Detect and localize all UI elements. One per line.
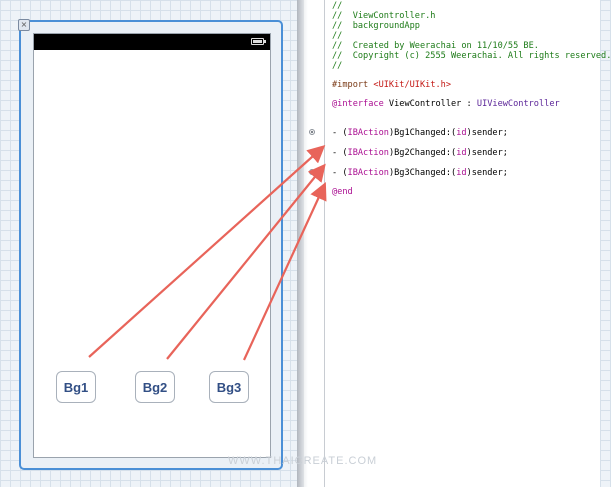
end-line: @end [332, 187, 353, 197]
view-controller-scene[interactable]: × Bg1 Bg2 Bg3 [18, 19, 283, 470]
import-line: #import <UIKit/UIKit.h> [332, 80, 451, 90]
interface-line: @interface ViewController : UIViewContro… [332, 99, 560, 109]
battery-icon [251, 38, 266, 45]
code-token: )Bg2Changed:( [388, 148, 457, 158]
code-editor[interactable]: // // ViewController.h // backgroundApp … [325, 0, 611, 487]
status-bar [34, 34, 270, 50]
code-token: #import [332, 80, 374, 90]
code-token: )sender; [466, 148, 508, 158]
connection-dot-icon[interactable] [309, 149, 315, 155]
bg1-button[interactable]: Bg1 [56, 371, 96, 403]
code-token: IBAction [347, 128, 389, 138]
code-token: IBAction [347, 148, 389, 158]
storyboard-canvas: × Bg1 Bg2 Bg3 [0, 0, 297, 487]
bg2-button[interactable]: Bg2 [135, 371, 175, 403]
code-token: id [456, 168, 467, 178]
close-icon[interactable]: × [18, 19, 30, 31]
action-line-bg1: - (IBAction)Bg1Changed:(id)sender; [332, 128, 508, 138]
code-token: )sender; [466, 168, 508, 178]
code-token: - ( [332, 128, 348, 138]
editor-divider[interactable] [297, 0, 325, 487]
code-token: IBAction [347, 168, 389, 178]
code-token: @end [332, 187, 353, 197]
code-token: ViewController : [383, 99, 477, 109]
code-token: id [456, 128, 467, 138]
code-token: )Bg1Changed:( [388, 128, 457, 138]
code-line: // [332, 31, 343, 41]
bg3-button[interactable]: Bg3 [209, 371, 249, 403]
code-token: )Bg3Changed:( [388, 168, 457, 178]
action-line-bg3: - (IBAction)Bg3Changed:(id)sender; [332, 168, 508, 178]
code-line: // [332, 61, 343, 71]
code-token: - ( [332, 148, 348, 158]
code-line: // ViewController.h [332, 11, 436, 21]
main-view[interactable]: Bg1 Bg2 Bg3 [33, 33, 271, 458]
code-line: // Copyright (c) 2555 Weerachai. All rig… [332, 51, 611, 61]
code-token: )sender; [466, 128, 508, 138]
splitter-handle[interactable] [298, 0, 304, 487]
code-token: @interface [332, 99, 384, 109]
connection-dot-icon[interactable] [309, 169, 315, 175]
code-token: id [456, 148, 467, 158]
code-token: - ( [332, 168, 348, 178]
code-line: // [332, 1, 343, 11]
code-token: UIViewController [476, 99, 560, 109]
code-token: <UIKit/UIKit.h> [373, 80, 452, 90]
watermark: WWW.THAICREATE.COM [228, 455, 378, 467]
code-line: // backgroundApp [332, 21, 420, 31]
action-line-bg2: - (IBAction)Bg2Changed:(id)sender; [332, 148, 508, 158]
code-line: // Created by Weerachai on 11/10/55 BE. [332, 41, 539, 51]
connection-dot-icon[interactable] [309, 129, 315, 135]
